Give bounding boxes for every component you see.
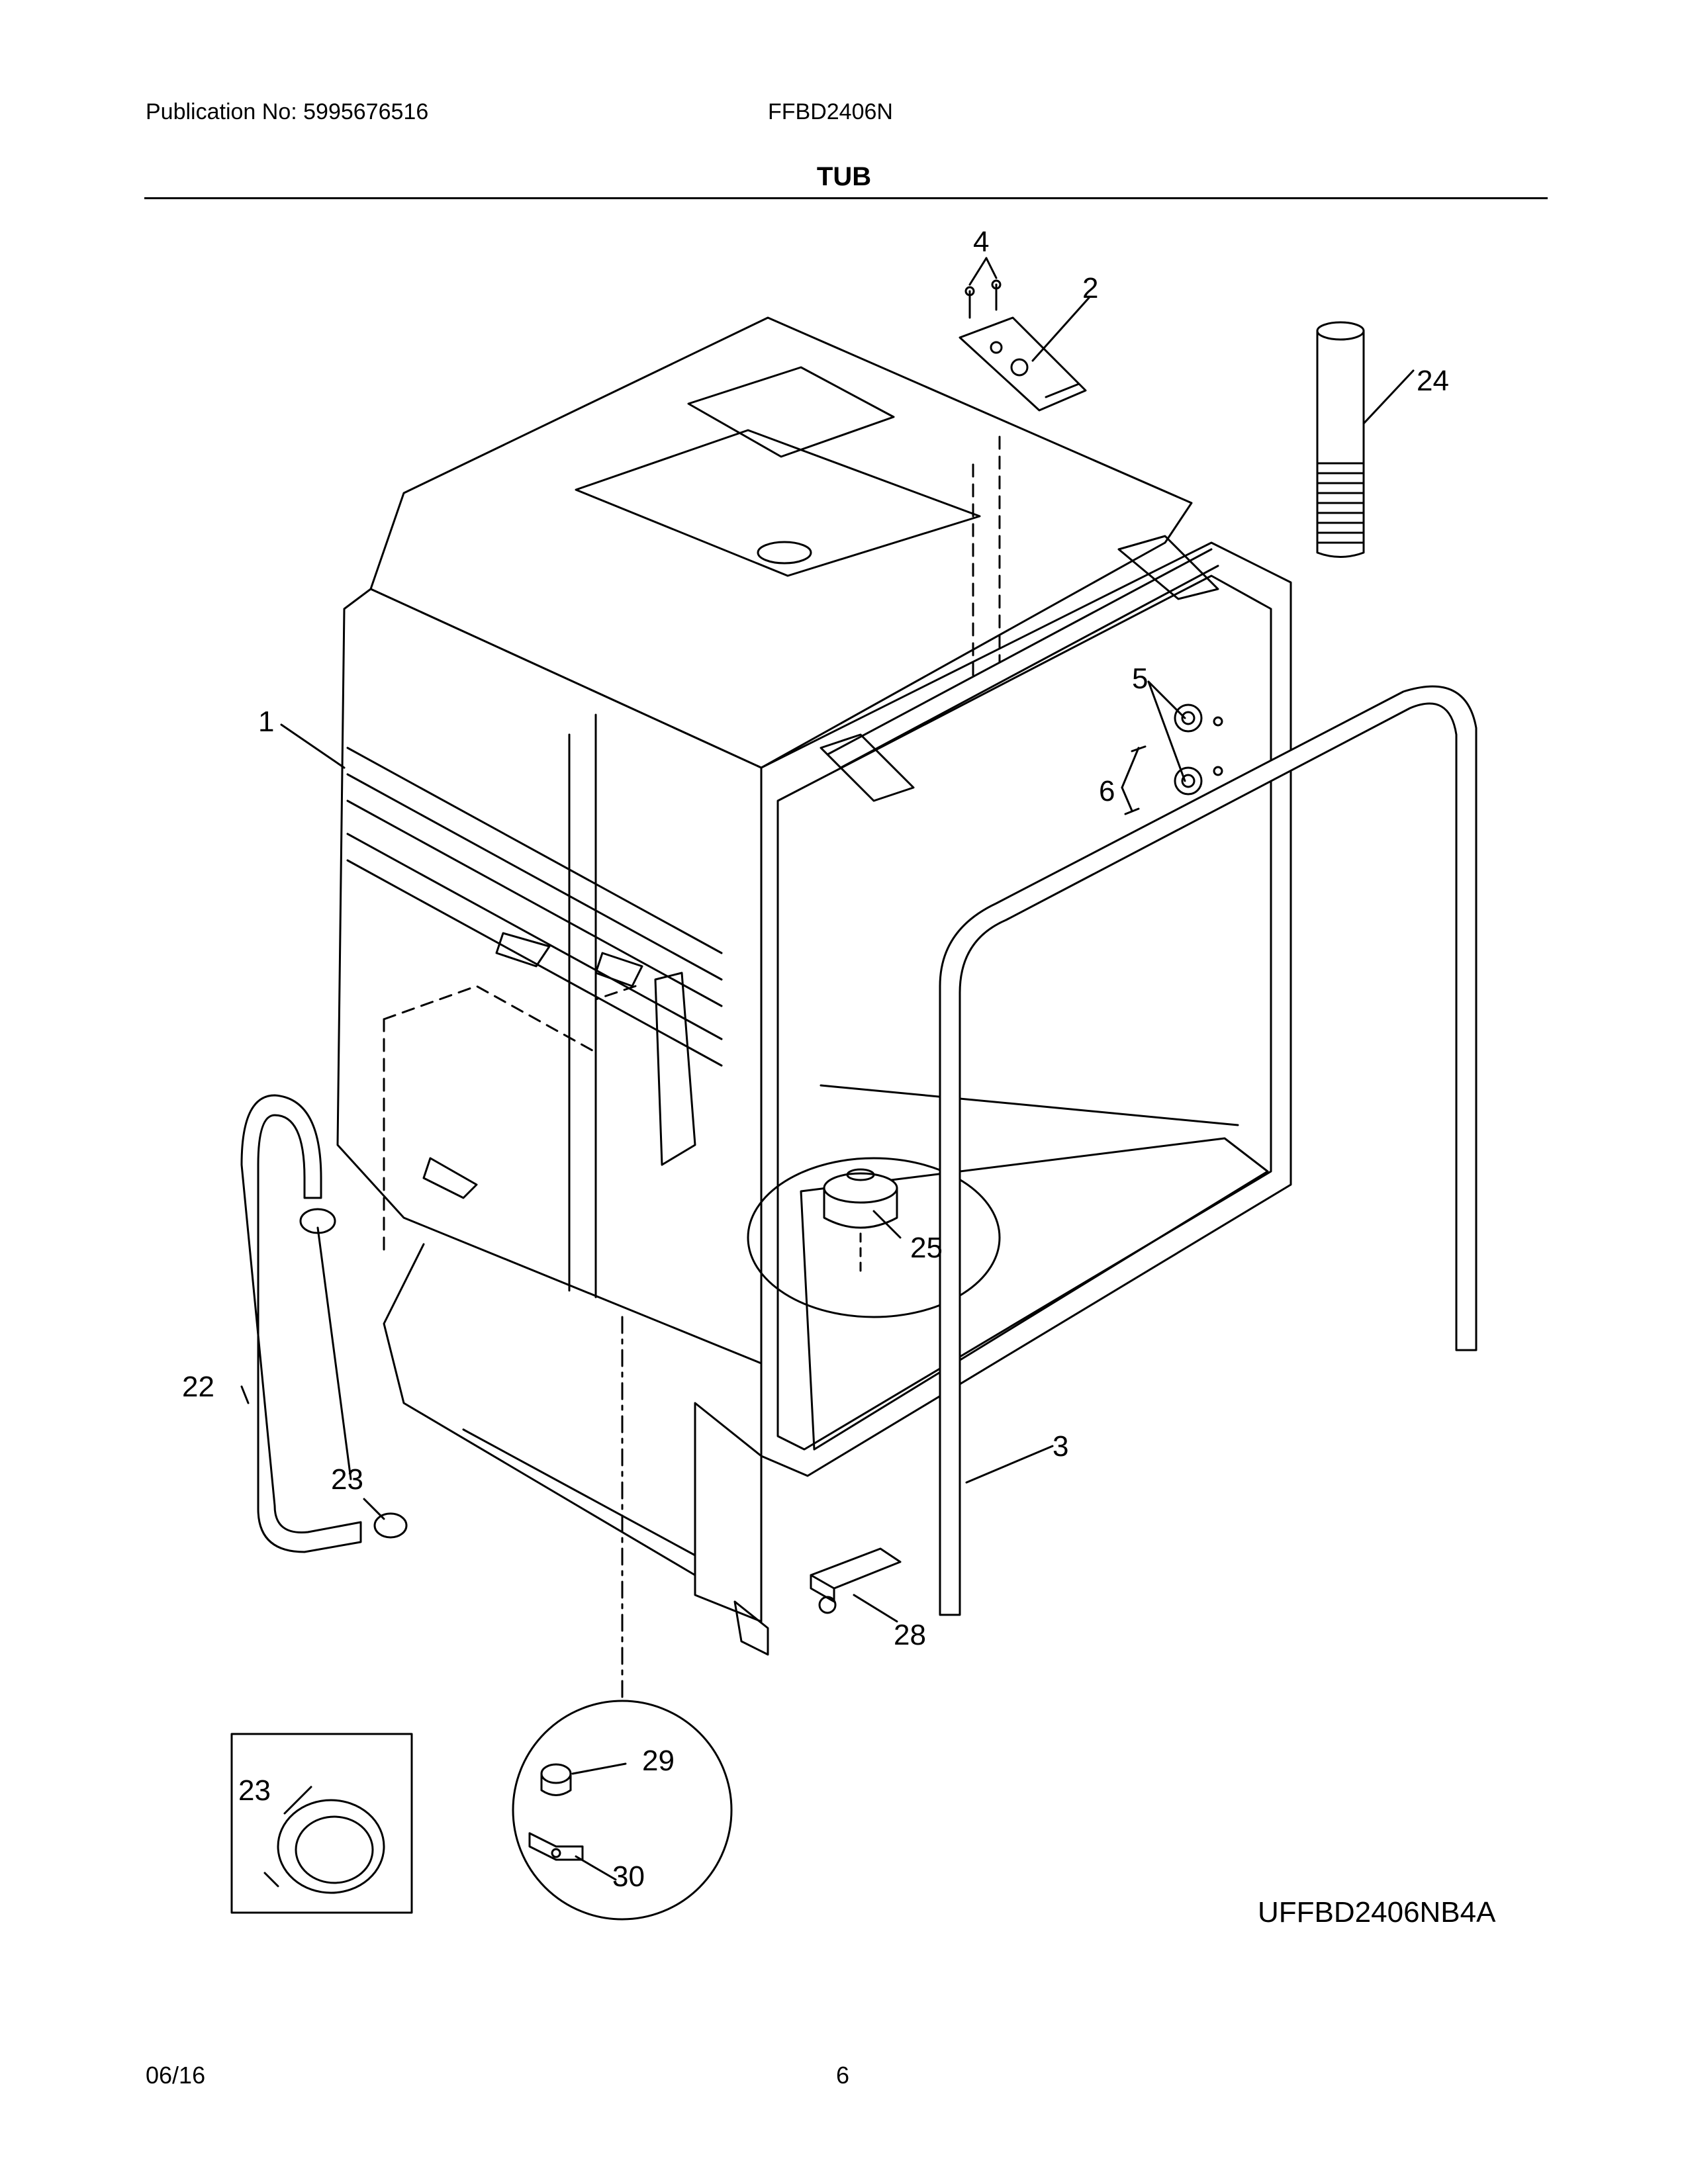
publication-number: Publication No: 5995676516 <box>146 99 429 124</box>
callout-30: 30 <box>612 1860 645 1893</box>
callout-22: 22 <box>182 1371 214 1403</box>
tub-body <box>336 316 1292 1702</box>
leader-lines <box>240 257 1415 1881</box>
screws <box>964 279 1002 319</box>
door-switch <box>810 1547 902 1614</box>
callout-29: 29 <box>642 1745 675 1777</box>
callout-5: 5 <box>1132 662 1148 695</box>
callout-4: 4 <box>973 226 989 258</box>
callout-24: 24 <box>1417 365 1449 397</box>
callout-23: 23 <box>331 1463 363 1496</box>
callout-1: 1 <box>258 705 274 738</box>
callout-6: 6 <box>1099 775 1115 807</box>
drain-hose <box>240 1094 362 1553</box>
model-number: FFBD2406N <box>768 99 893 124</box>
callout-23-detail: 23 <box>238 1774 271 1807</box>
footer-date: 06/16 <box>146 2062 206 2089</box>
page-number: 6 <box>836 2062 850 2089</box>
door-gasket <box>939 685 1477 1616</box>
diagram-code: UFFBD2406NB4A <box>1258 1896 1496 1929</box>
header-rule <box>144 197 1548 199</box>
turbidity-sensor <box>823 1168 898 1229</box>
clamp-detail-box <box>230 1733 413 1914</box>
hinge-bracket <box>820 535 1219 802</box>
callout-28: 28 <box>894 1619 926 1651</box>
callout-3: 3 <box>1053 1430 1068 1463</box>
page-title: TUB <box>816 162 872 191</box>
float-detail-circle <box>512 1700 733 1921</box>
mounting-bracket <box>959 316 1087 412</box>
fill-hose-tube <box>1316 321 1365 558</box>
callout-2: 2 <box>1082 272 1098 304</box>
callout-25: 25 <box>910 1232 943 1264</box>
